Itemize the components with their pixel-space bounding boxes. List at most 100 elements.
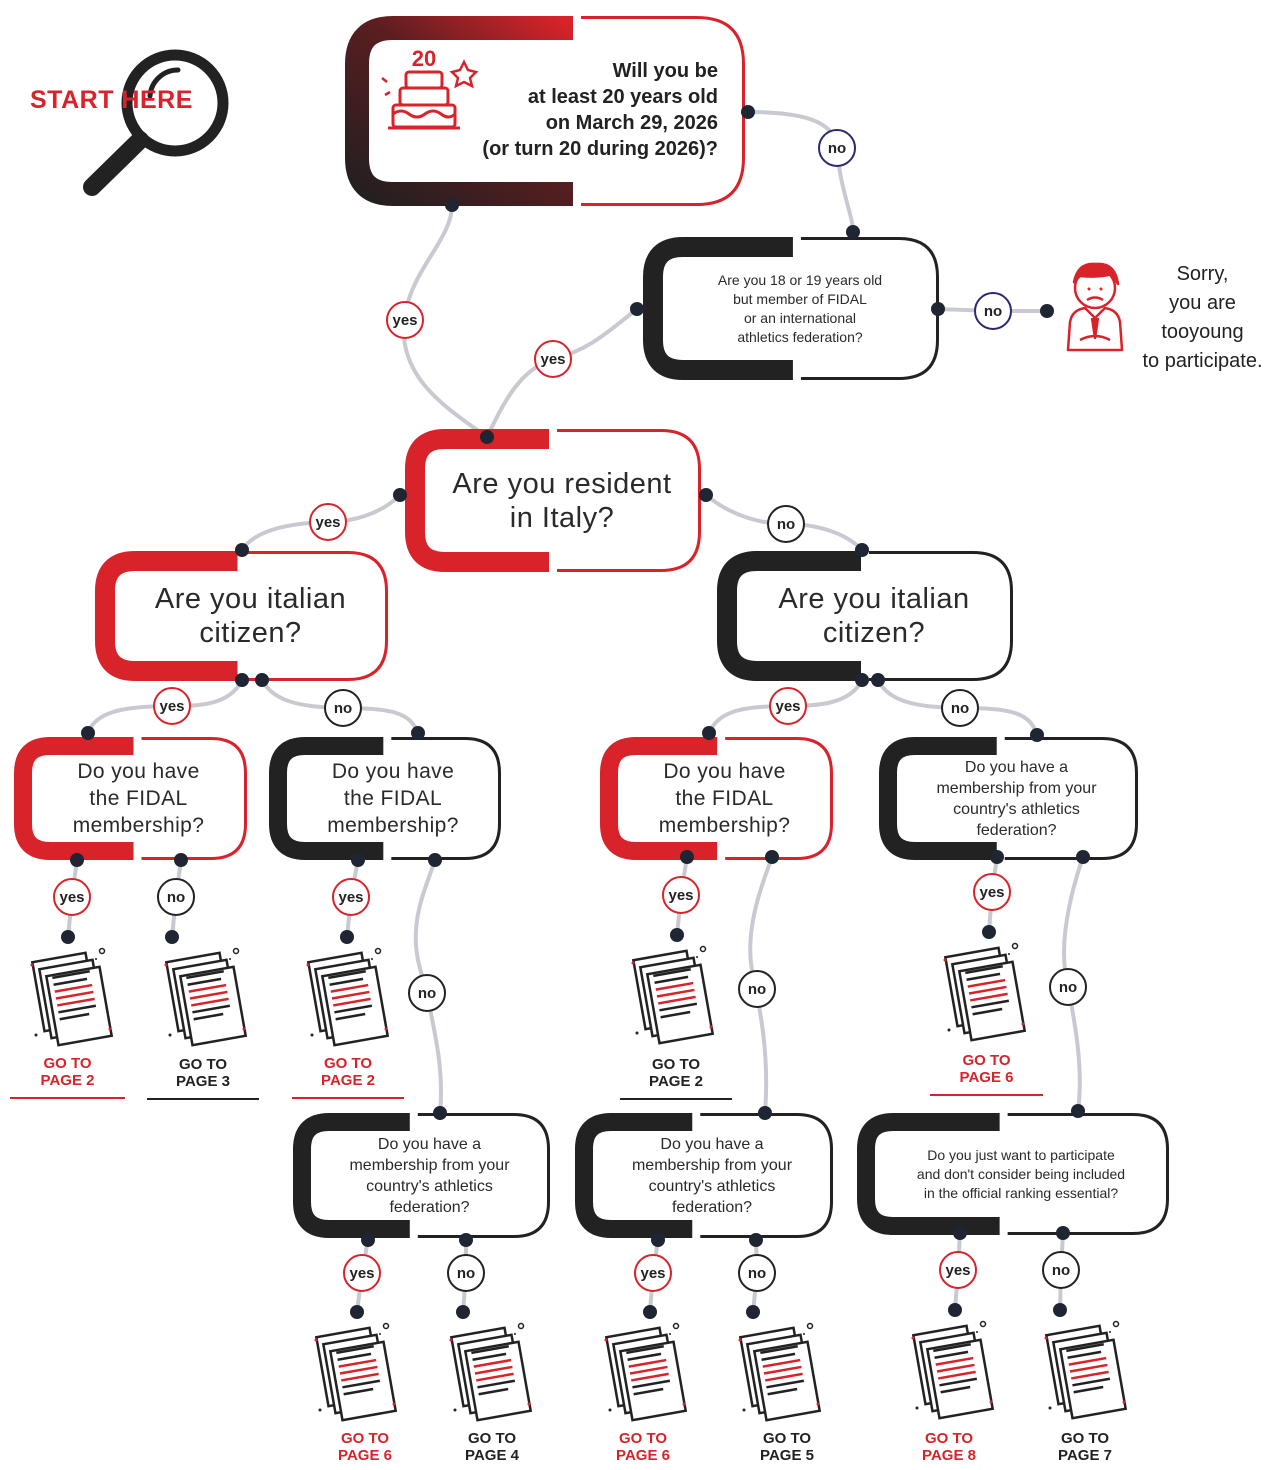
connector-dot <box>680 850 694 864</box>
question-age-20: Will you be at least 20 years old on Mar… <box>482 60 718 160</box>
question-box-frame <box>293 1113 550 1238</box>
no-answer-badge: no <box>1042 1251 1080 1289</box>
box-left-bracket <box>575 1113 693 1238</box>
connector-dot <box>746 1305 760 1319</box>
yes-answer-badge: yes <box>386 301 424 339</box>
question-box-frame <box>857 1113 1169 1235</box>
question-citizen-right: Are you italian citizen? <box>778 583 970 649</box>
box-right-bracket <box>1004 737 1138 860</box>
connector-dot <box>1030 728 1044 742</box>
goto-page-label: GO TO PAGE 6 <box>959 1052 1014 1086</box>
connector-dot <box>351 853 365 867</box>
box-right-bracket <box>245 551 388 681</box>
connector-dot <box>428 853 442 867</box>
goto-underline <box>10 1097 125 1099</box>
goto-page-label: GO TO PAGE 3 <box>176 1056 230 1090</box>
goto-page-label: GO TO PAGE 7 <box>1058 1430 1112 1464</box>
no-answer-badge: no <box>974 292 1012 330</box>
connector-dot <box>702 726 716 740</box>
connector-dot <box>61 930 75 944</box>
connector-dot <box>255 673 269 687</box>
goto-page-label: GO TO PAGE 4 <box>465 1430 519 1464</box>
document-stack-icon <box>306 947 390 1047</box>
no-answer-badge: no <box>738 970 776 1008</box>
cake-number: 20 <box>412 46 436 71</box>
no-answer-badge: no <box>767 505 805 543</box>
yes-answer-badge: yes <box>769 687 807 725</box>
box-left-bracket <box>879 737 997 860</box>
question-fidal-3: Do you have the FIDAL membership? <box>658 760 791 837</box>
connector-dot <box>765 850 779 864</box>
box-right-bracket <box>141 737 247 860</box>
no-answer-badge: no <box>738 1254 776 1292</box>
question-resident-italy: Are you resident in Italy? <box>452 467 672 534</box>
yes-answer-badge: yes <box>53 878 91 916</box>
connector-dot <box>480 430 494 444</box>
start-here-label: START HERE <box>30 86 193 114</box>
document-stack-icon <box>943 942 1027 1042</box>
goto-underline <box>930 1094 1043 1096</box>
connector-dot <box>670 928 684 942</box>
connector-dot <box>350 1305 364 1319</box>
no-answer-badge: no <box>157 878 195 916</box>
document-stack-icon <box>911 1320 995 1420</box>
question-box-frame <box>717 551 1013 681</box>
question-box-frame <box>95 551 388 681</box>
yes-answer-badge: yes <box>973 873 1011 911</box>
question-fidal-2: Do you have the FIDAL membership? <box>327 760 459 837</box>
box-right-bracket <box>391 737 501 860</box>
box-left-bracket <box>643 237 793 380</box>
document-stack-icon <box>604 1322 688 1422</box>
yes-answer-badge: yes <box>332 878 370 916</box>
box-right-bracket <box>417 1113 550 1238</box>
yes-answer-badge: yes <box>939 1251 977 1289</box>
connector-dot <box>643 1305 657 1319</box>
document-stack-icon <box>1044 1320 1128 1420</box>
question-box-frame <box>14 737 247 860</box>
question-box-frame <box>575 1113 833 1238</box>
box-right-bracket <box>1007 1113 1169 1235</box>
document-stack-icon <box>314 1322 398 1422</box>
box-left-bracket <box>405 429 549 572</box>
connector-dot <box>846 225 860 239</box>
question-country-federation-2: Do you have a membership from your count… <box>631 1135 793 1216</box>
goto-underline <box>292 1097 404 1099</box>
connector-dot <box>174 853 188 867</box>
connector-dot <box>651 1233 665 1247</box>
connector-dot <box>871 673 885 687</box>
question-box-frame <box>405 429 701 572</box>
question-just-participate: Do you just want to participate and don'… <box>916 1146 1126 1201</box>
box-left-bracket <box>345 16 573 206</box>
magnifier-icon <box>83 49 229 196</box>
connector-dot <box>699 488 713 502</box>
no-answer-badge: no <box>818 129 856 167</box>
document-stack-icon <box>449 1322 533 1422</box>
yes-answer-badge: yes <box>634 1254 672 1292</box>
connector-dot <box>81 726 95 740</box>
connector-dot <box>855 673 869 687</box>
box-left-bracket <box>269 737 384 860</box>
connector-dot <box>165 930 179 944</box>
goto-underline <box>147 1098 259 1100</box>
box-right-bracket <box>869 551 1013 681</box>
goto-page-label: GO TO PAGE 2 <box>321 1055 375 1089</box>
connector-dot <box>235 673 249 687</box>
connector-dot <box>235 543 249 557</box>
connector-dot <box>630 302 644 316</box>
connector-dot <box>445 198 459 212</box>
document-stack-icon <box>30 947 114 1047</box>
box-left-bracket <box>14 737 134 860</box>
connector-dot <box>1053 1303 1067 1317</box>
connector-dot <box>1056 1226 1070 1240</box>
box-right-bracket <box>725 737 833 860</box>
question-fidal-1: Do you have the FIDAL membership? <box>72 760 205 837</box>
connector-dot <box>953 1226 967 1240</box>
connector-dot <box>411 726 425 740</box>
birthday-cake-icon: 20 <box>381 46 479 130</box>
connector-dot <box>1071 1104 1085 1118</box>
box-left-bracket <box>857 1113 1000 1235</box>
box-right-bracket <box>557 429 701 572</box>
document-stack-icon <box>164 947 248 1047</box>
question-fidal-18-19: Are you 18 or 19 years old but member of… <box>717 271 883 345</box>
question-box-frame <box>600 737 833 860</box>
